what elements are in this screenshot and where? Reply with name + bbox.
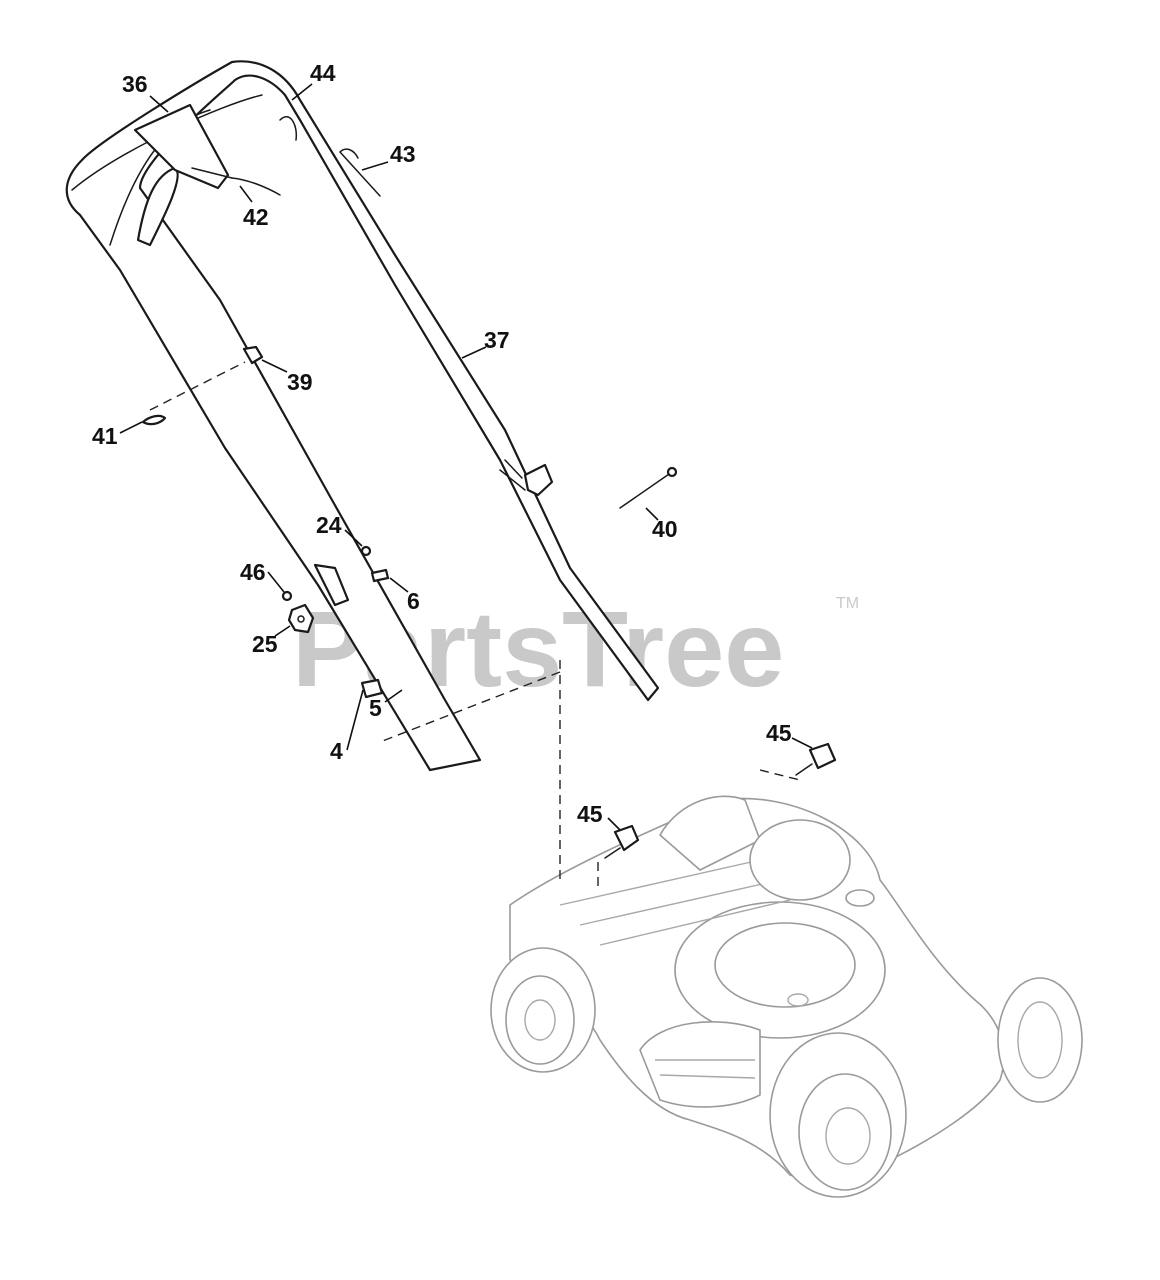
part-label-24: 24 [316, 512, 342, 538]
part-label-5: 5 [369, 695, 382, 721]
leader-lines [119, 83, 813, 831]
part-label-25: 25 [252, 631, 278, 657]
part-label-40: 40 [652, 516, 678, 542]
part-label-36: 36 [122, 71, 148, 97]
part-label-6: 6 [407, 588, 420, 614]
part-label-45a: 45 [577, 801, 603, 827]
part-label-44: 44 [310, 60, 336, 86]
part-labels: 36 44 43 42 37 39 41 40 24 46 6 25 5 4 4… [92, 60, 792, 827]
mower-deck [490, 795, 1083, 1198]
part-label-43: 43 [390, 141, 416, 167]
part-label-41: 41 [92, 423, 118, 449]
part-label-46: 46 [240, 559, 266, 585]
part-label-39: 39 [287, 369, 313, 395]
watermark-trademark: TM [836, 595, 859, 612]
upper-handle [65, 60, 837, 859]
part-label-42: 42 [243, 204, 269, 230]
part-label-4: 4 [330, 738, 343, 764]
part-label-45b: 45 [766, 720, 792, 746]
part-label-37: 37 [484, 327, 510, 353]
